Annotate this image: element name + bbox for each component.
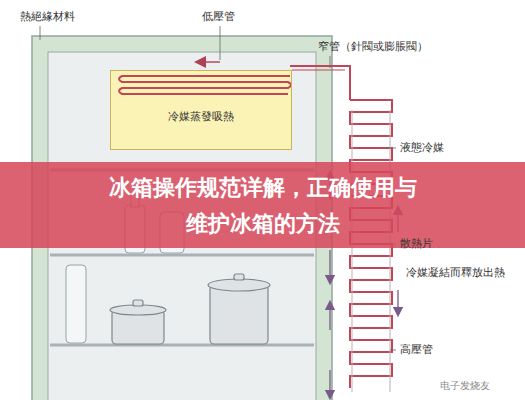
freezer-compartment: 冷媒蒸發吸熱 xyxy=(110,70,292,150)
watermark: 电子发烧友 xyxy=(440,380,490,392)
fin-label: 散熱片 xyxy=(400,237,433,250)
high-pressure-pipe-label: 高壓管 xyxy=(400,343,433,356)
liquid-refrigerant-label: 液態冷媒 xyxy=(400,141,444,154)
banner-title: 冰箱操作规范详解，正确使用与维护冰箱的方法 xyxy=(100,170,425,242)
insulation-label: 熱絕緣材料 xyxy=(20,10,75,23)
low-pressure-pipe-label: 低壓管 xyxy=(202,10,235,23)
condensation-label: 冷媒凝結而釋放出熱 xyxy=(406,266,505,279)
compartment-label: 冷媒蒸發吸熱 xyxy=(111,109,291,124)
capillary-valve-label: 窄管（針閥或膨脹閥） xyxy=(318,40,428,53)
